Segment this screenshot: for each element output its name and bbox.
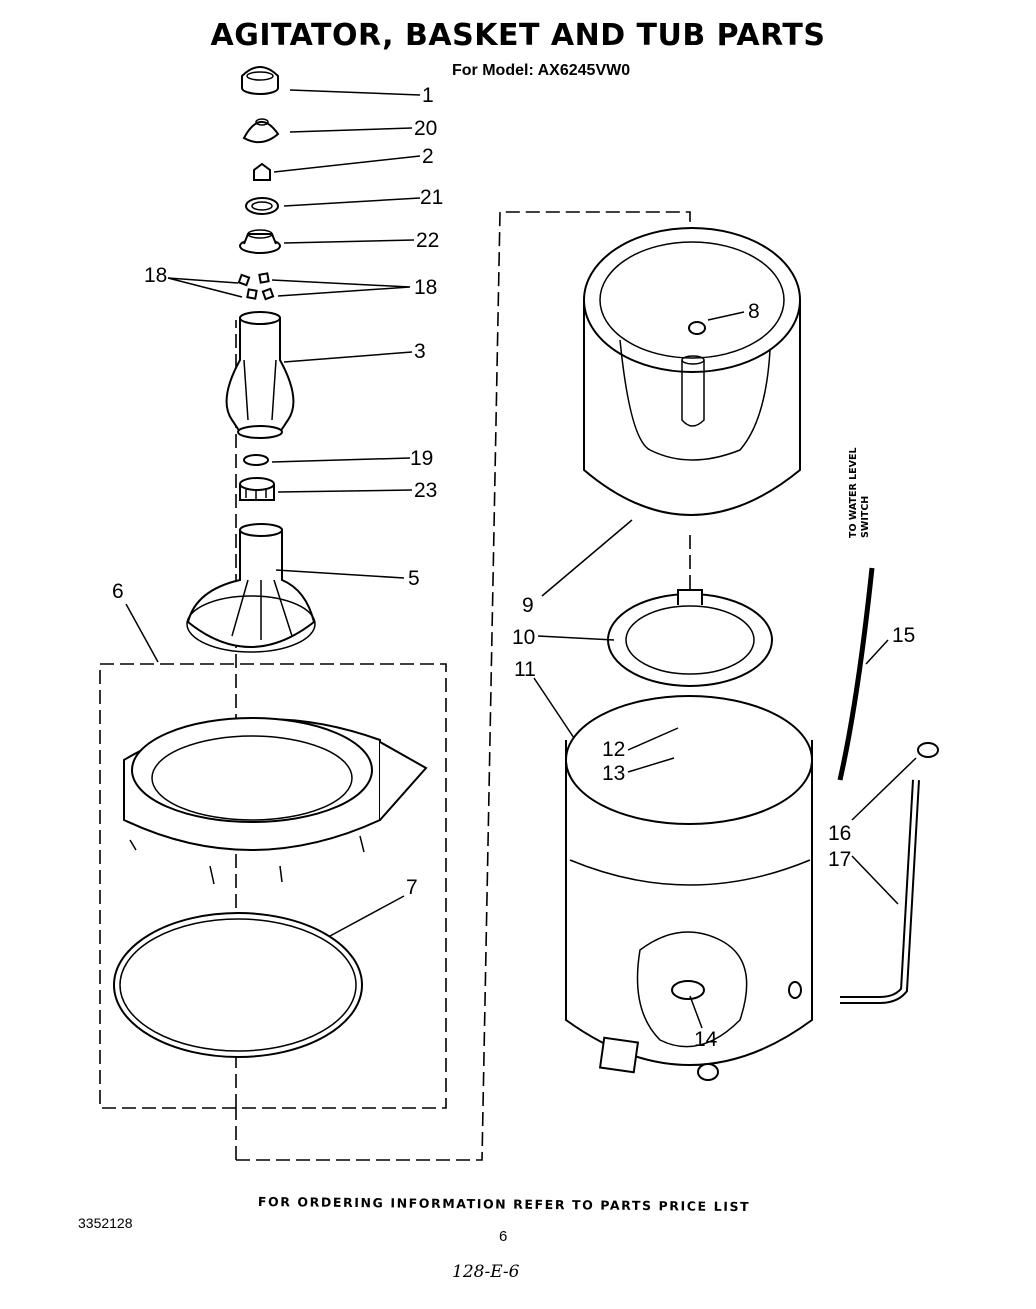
callout-23: 23: [414, 479, 437, 502]
handwritten-note: 128-E-6: [452, 1262, 520, 1282]
part-9-basket: [583, 227, 801, 516]
side-note-line-2: SWITCH: [860, 495, 871, 538]
part-14-tub-seal: [671, 980, 705, 1000]
part-18-dogs: [237, 272, 275, 301]
part-8-basket-nut: [688, 321, 706, 335]
part-7-seal-ring: [113, 912, 363, 1058]
callout-22: 22: [416, 229, 439, 252]
document-number: 3352128: [78, 1215, 133, 1231]
leader-lines: [125, 89, 917, 1029]
callout-6: 6: [112, 580, 124, 603]
callout-7: 7: [406, 876, 418, 899]
part-3-agitator-barrel: [225, 311, 295, 439]
callout-14: 14: [694, 1028, 718, 1051]
part-17-drain-hose: [840, 779, 920, 1004]
part-6-tub-ring: [123, 717, 428, 885]
part-2-nut: [253, 162, 271, 181]
callout-11: 11: [514, 658, 536, 681]
callout-3: 3: [414, 340, 426, 363]
callout-19: 19: [410, 447, 433, 470]
part-15-pressure-hose: [837, 567, 875, 781]
page-title: AGITATOR, BASKET AND TUB PARTS: [210, 18, 826, 53]
water-level-switch-note: TO WATER LEVEL SWITCH: [848, 428, 872, 538]
callout-13: 13: [602, 762, 625, 785]
side-note-line-1: TO WATER LEVEL: [848, 447, 859, 538]
part-5-agitator-base: [186, 523, 316, 653]
callout-16: 16: [828, 822, 851, 845]
part-20-cap-insert: [242, 118, 280, 144]
assembly-6-7-dashed-frame: [99, 663, 447, 1109]
callout-1: 1: [422, 84, 434, 107]
page-number: 6: [499, 1228, 508, 1245]
part-1-agitator-cap: [241, 66, 279, 95]
callout-10: 10: [512, 626, 535, 649]
callout-8: 8: [748, 300, 760, 323]
callout-9: 9: [522, 594, 534, 617]
callout-17: 17: [828, 848, 851, 871]
part-11-outer-tub: [565, 695, 813, 1081]
callout-12: 12: [602, 738, 625, 761]
callout-18-left: 18: [144, 264, 167, 287]
callout-15: 15: [892, 624, 915, 647]
part-19-washer: [243, 454, 269, 466]
callout-20: 20: [414, 117, 437, 140]
model-line: For Model: AX6245VW0: [452, 62, 631, 79]
part-22-cam: [239, 229, 281, 254]
part-16-clamp: [917, 742, 939, 758]
callout-18-right: 18: [414, 276, 437, 299]
callout-5: 5: [408, 567, 420, 590]
part-21-o-ring: [245, 197, 279, 215]
callout-2: 2: [422, 145, 434, 168]
part-10-drive-block-disc: [607, 589, 773, 687]
callout-21: 21: [420, 186, 443, 209]
part-23-coupling: [239, 477, 275, 501]
